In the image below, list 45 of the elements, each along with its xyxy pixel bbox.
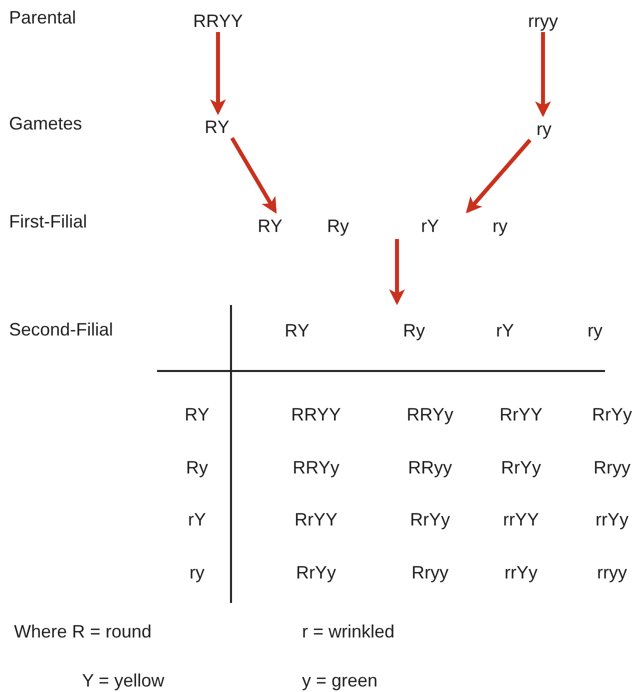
row-header: Ry	[186, 456, 208, 480]
genotype-cell-text: rrYY	[503, 508, 539, 532]
genotype-cell-text: RrYy	[410, 508, 450, 532]
genotype-cell-text: RRYY	[291, 404, 341, 426]
key-note: Y = yellow	[82, 670, 164, 692]
arrow	[210, 32, 226, 116]
genotype-cell-text: Rryy	[594, 456, 630, 480]
generation-label: Gametes	[9, 112, 82, 136]
row-header: rY	[188, 508, 206, 532]
key-note: y = green	[302, 670, 378, 692]
allele-text: Ry	[327, 215, 349, 238]
column-header: rY	[496, 320, 514, 342]
column-header: ry	[588, 320, 602, 342]
generation-label: Second-Filial	[9, 318, 114, 342]
row-header: RY	[184, 404, 210, 426]
key-note: Where R = round	[14, 620, 152, 644]
genotype-cell-text: RRYy	[292, 456, 340, 480]
arrow	[535, 32, 551, 118]
genotype-text: rryy	[528, 10, 558, 33]
genotype-cell-text: RrYy	[296, 562, 336, 584]
genotype-text: RRYY	[193, 10, 243, 33]
genotype-cell-text: Rryy	[412, 562, 448, 584]
genotype-cell-text: RrYy	[501, 456, 541, 480]
arrow	[230, 136, 277, 214]
genotype-text: RY	[204, 116, 230, 139]
genotype-cell-text: rryy	[597, 562, 627, 584]
generation-label: First-Filial	[9, 210, 87, 234]
column-header: Ry	[403, 320, 425, 342]
genotype-cell-text: RrYy	[592, 404, 632, 426]
key-note: r = wrinkled	[302, 620, 395, 644]
genotype-cell-text: rrYy	[596, 508, 628, 532]
generation-label: Parental	[9, 6, 76, 30]
genotype-cell-text: rrYy	[504, 562, 538, 584]
allele-text: RY	[258, 215, 282, 238]
genotype-text: ry	[536, 118, 552, 141]
allele-text: rY	[421, 215, 439, 238]
genotype-cell-text: RrYY	[500, 404, 542, 426]
allele-text: ry	[492, 215, 508, 238]
arrow	[389, 239, 405, 306]
arrow	[466, 138, 532, 214]
genotype-cell-text: RRYy	[406, 404, 454, 426]
row-header: ry	[190, 562, 204, 584]
column-header: RY	[284, 320, 310, 342]
genotype-cell-text: RRyy	[408, 456, 452, 480]
genotype-cell-text: RrYY	[294, 508, 338, 532]
